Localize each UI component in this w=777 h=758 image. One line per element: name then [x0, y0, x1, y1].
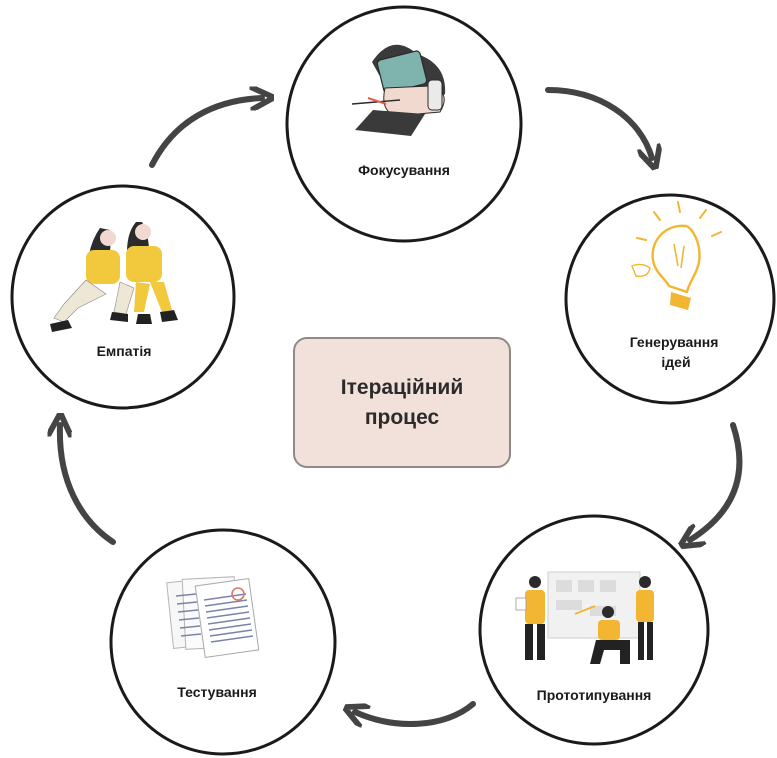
stage-empathy: Емпатія: [10, 184, 236, 410]
arrow-testing-to-empathy: [60, 425, 116, 545]
lightbulb-icon: [631, 201, 722, 310]
stage-ideation: Генерування ідей: [564, 193, 776, 405]
arrow-focusing-to-ideation: [545, 87, 652, 158]
arrow-empathy-to-focusing: [149, 98, 262, 168]
team-board-icon: [515, 571, 654, 664]
stage-testing-label: Тестування: [177, 684, 257, 700]
stage-ideation-circle: [564, 193, 776, 405]
documents-icon: [166, 576, 260, 658]
center-box: Ітераційний процес: [293, 337, 511, 468]
stage-focusing-label: Фокусування: [358, 162, 450, 178]
reading-person-icon: [351, 44, 446, 136]
stage-ideation-label: Генерування ідей: [630, 334, 723, 370]
stage-empathy-label: Емпатія: [97, 343, 152, 359]
center-title: Ітераційний процес: [340, 375, 464, 429]
stage-testing: Тестування: [109, 528, 337, 756]
arrow-prototyping-to-testing: [355, 701, 476, 724]
stage-focusing: Фокусування: [285, 5, 523, 243]
arrow-ideation-to-prototyping: [690, 422, 743, 540]
stage-prototyping: Прототипування: [478, 514, 710, 746]
two-women-icon: [50, 222, 178, 332]
stage-prototyping-label: Прототипування: [537, 687, 652, 703]
